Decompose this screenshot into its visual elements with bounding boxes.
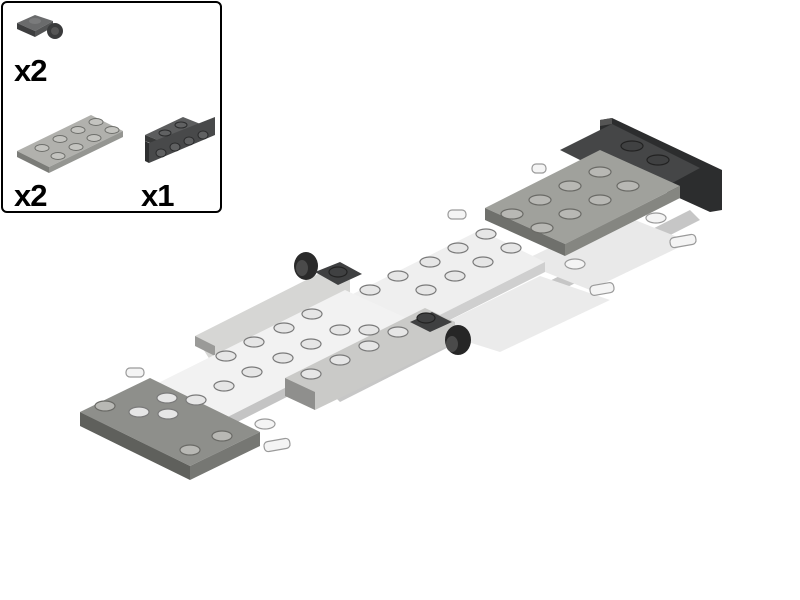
plate-clip-part-icon [15, 13, 65, 45]
rear-plate-2x4 [485, 150, 680, 256]
bracket-part-icon [143, 113, 219, 175]
pins [125, 163, 697, 453]
quantity-label: x1 [141, 178, 174, 213]
plate-2x4-part-icon [15, 111, 125, 173]
front-plate-2x4 [80, 378, 260, 480]
quantity-label: x2 [14, 178, 47, 213]
quantity-label: x2 [14, 53, 47, 88]
parts-list-callout: x2 x2 [1, 1, 222, 213]
